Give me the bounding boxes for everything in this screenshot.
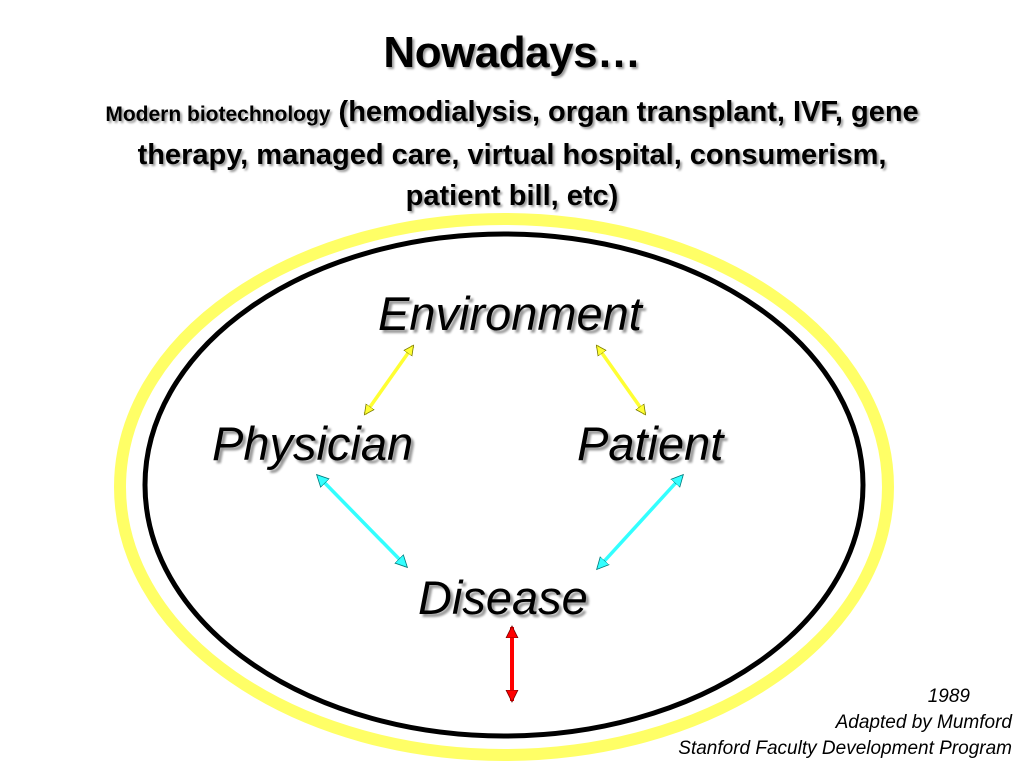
source-credit: 1989 Adapted by Mumford Stanford Faculty… <box>678 684 1012 762</box>
arrow-patient-disease <box>598 476 682 568</box>
arrow-environment-physician <box>363 346 415 414</box>
inner-black-ring <box>142 231 866 739</box>
credit-year: 1989 <box>927 686 970 707</box>
arrow-environment-patient <box>595 346 647 414</box>
node-environment: Environment <box>378 287 642 340</box>
subtitle-lead: Modern biotechnology <box>105 103 331 126</box>
slide-title: Nowadays… <box>383 28 641 77</box>
credit-program: Stanford Faculty Development Program <box>678 738 1012 759</box>
subtitle-examples: (hemodialysis, organ transplant, IVF, ge… <box>137 96 919 212</box>
arrow-physician-disease <box>318 476 406 566</box>
node-patient: Patient <box>577 417 724 470</box>
credit-adapted: Adapted by Mumford <box>835 712 1012 733</box>
slide-subtitle: Modern biotechnology (hemodialysis, orga… <box>92 92 932 217</box>
outer-yellow-ring <box>114 213 894 761</box>
node-disease: Disease <box>418 571 588 624</box>
node-physician: Physician <box>212 417 414 470</box>
